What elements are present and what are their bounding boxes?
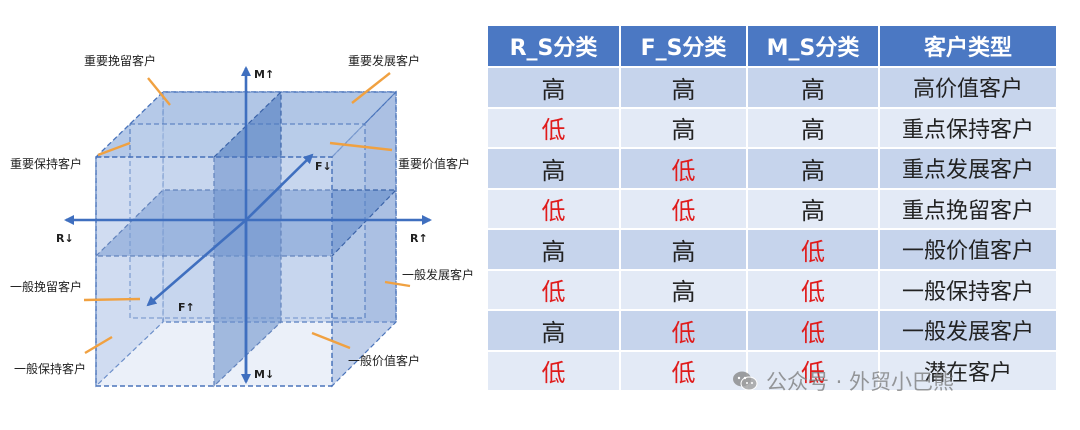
header-m-class: M_S分类 — [748, 26, 880, 68]
cell-m: 高 — [748, 108, 880, 149]
cell-type: 重点保持客户 — [880, 108, 1058, 149]
table-row: 高 低 高 重点发展客户 — [488, 149, 1058, 190]
table-row: 高 高 高 高价值客户 — [488, 68, 1058, 109]
header-r-class: R_S分类 — [488, 26, 621, 68]
cell-m: 低 — [748, 351, 880, 392]
cell-type: 重点发展客户 — [880, 149, 1058, 190]
table-header-row: R_S分类 F_S分类 M_S分类 客户类型 — [488, 26, 1058, 68]
axis-label-r-left: R↓ — [56, 232, 74, 245]
cell-f: 低 — [621, 149, 748, 190]
cell-r: 低 — [488, 189, 621, 230]
label-general-retain: 一般挽留客户 — [10, 279, 82, 294]
cell-f: 低 — [621, 189, 748, 230]
cell-r: 低 — [488, 351, 621, 392]
axis-label-m-up: M↑ — [254, 68, 274, 81]
cell-m: 低 — [748, 230, 880, 271]
axis-label-f-back: F↓ — [315, 160, 332, 173]
cell-r: 高 — [488, 149, 621, 190]
f-axis-back — [245, 153, 314, 221]
axis-label-r-right: R↑ — [410, 232, 428, 245]
cube-front-face — [95, 156, 333, 387]
cell-type: 一般发展客户 — [880, 311, 1058, 352]
cell-f: 高 — [621, 68, 748, 109]
label-important-keep: 重要保持客户 — [10, 156, 82, 171]
cell-m: 低 — [748, 270, 880, 311]
cell-f: 高 — [621, 270, 748, 311]
cell-type: 一般保持客户 — [880, 270, 1058, 311]
axis-label-f-front: F↑ — [178, 301, 195, 314]
table-row: 低 高 高 重点保持客户 — [488, 108, 1058, 149]
label-important-value: 重要价值客户 — [398, 156, 470, 171]
cell-type: 重点挽留客户 — [880, 189, 1058, 230]
table-row: 低 高 低 一般保持客户 — [488, 270, 1058, 311]
cell-type: 一般价值客户 — [880, 230, 1058, 271]
label-general-keep: 一般保持客户 — [14, 361, 86, 376]
watermark-text: 公众号 · 外贸小巴熊 — [766, 370, 955, 394]
cell-f: 低 — [621, 311, 748, 352]
wechat-icon — [732, 370, 758, 392]
cell-m: 高 — [748, 149, 880, 190]
table-row: 低 低 高 重点挽留客户 — [488, 189, 1058, 230]
cell-m: 高 — [748, 189, 880, 230]
f-axis-front — [146, 219, 247, 307]
cell-r: 低 — [488, 108, 621, 149]
cell-m: 高 — [748, 68, 880, 109]
cell-r: 低 — [488, 270, 621, 311]
table-row: 高 高 低 一般价值客户 — [488, 230, 1058, 271]
cell-f: 低 — [621, 351, 748, 392]
rfm-classification-table: R_S分类 F_S分类 M_S分类 客户类型 高 高 高 高价值客户 低 高 高… — [488, 26, 1058, 392]
callout-lines — [83, 72, 411, 355]
cell-r: 高 — [488, 68, 621, 109]
table-row: 高 低 低 一般发展客户 — [488, 311, 1058, 352]
cell-type: 高价值客户 — [880, 68, 1058, 109]
cell-r: 高 — [488, 230, 621, 271]
cell-r: 高 — [488, 311, 621, 352]
vertical-mid-plane — [213, 90, 282, 388]
label-general-develop: 一般发展客户 — [402, 267, 474, 282]
cell-m: 低 — [748, 311, 880, 352]
label-important-develop: 重要发展客户 — [348, 53, 420, 68]
axis-label-m-down: M↓ — [254, 368, 274, 381]
header-customer-type: 客户类型 — [880, 26, 1058, 68]
header-f-class: F_S分类 — [621, 26, 748, 68]
cell-f: 高 — [621, 230, 748, 271]
label-important-retain: 重要挽留客户 — [84, 53, 156, 68]
watermark: 公众号 · 外贸小巴熊 — [732, 366, 954, 396]
label-general-value: 一般价值客户 — [348, 353, 420, 368]
table-row: 低 低 低 潜在客户 — [488, 351, 1058, 392]
cell-f: 高 — [621, 108, 748, 149]
cell-type: 潜在客户 — [880, 351, 1058, 392]
